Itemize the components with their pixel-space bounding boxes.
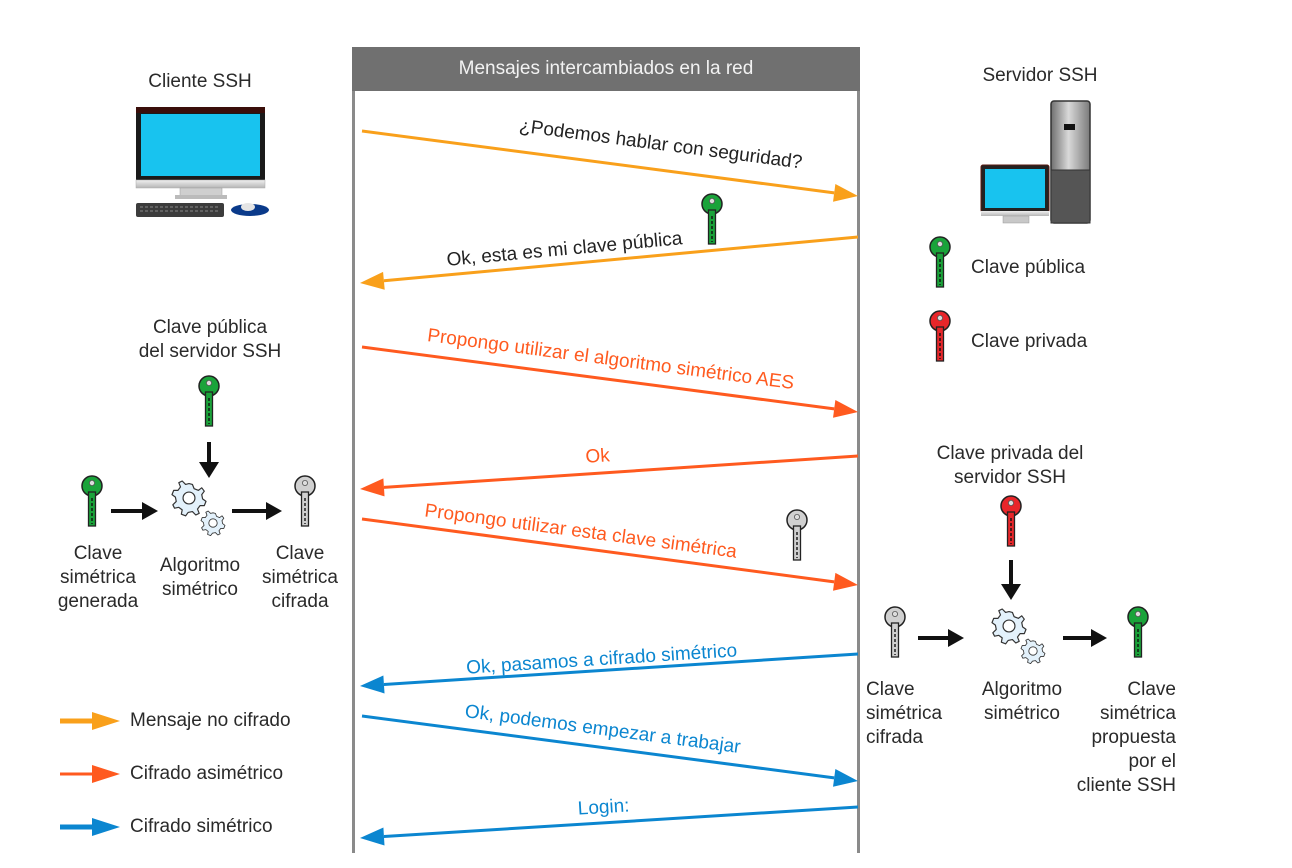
private-key-legend-icon xyxy=(929,310,951,362)
client-computer-icon xyxy=(135,107,269,217)
right-arrow-icon xyxy=(1063,629,1107,647)
public-key-legend-icon xyxy=(929,236,951,288)
server-label: Servidor SSH xyxy=(982,65,1098,86)
text-line: cifrada xyxy=(866,727,924,748)
server-encrypted-key-label: Clave simétrica cifrada xyxy=(866,678,942,750)
generated-symmetric-key-icon xyxy=(81,475,103,527)
arrowhead-icon xyxy=(833,572,858,591)
text-line: simétrica xyxy=(59,567,136,588)
message-arrow: Ok, podemos empezar a trabajar xyxy=(361,701,858,787)
server-encrypted-symmetric-key-icon xyxy=(884,606,906,658)
server-private-key-icon xyxy=(1000,495,1022,547)
client-algorithm-label: Algoritmo simétrico xyxy=(140,554,260,602)
arrowhead-icon xyxy=(360,271,385,290)
network-panel xyxy=(352,47,860,853)
server-proposed-key-label: Clave simétrica propuesta por el cliente… xyxy=(1060,678,1176,798)
legend-symmetric-label: Cifrado simétrico xyxy=(130,816,273,837)
message-arrow: Login: xyxy=(360,795,859,846)
message-label: Login: xyxy=(577,795,630,819)
arrowhead-icon xyxy=(833,399,858,418)
text-line: Clave xyxy=(73,543,123,564)
text-line: simétrico xyxy=(161,579,238,600)
legend-arrow-icon xyxy=(60,765,120,783)
text-line: simétrico xyxy=(983,703,1060,724)
message-label: ¿Podemos hablar con seguridad? xyxy=(518,116,803,174)
text-line: Clave privada del xyxy=(936,443,1084,464)
client-public-key-label: Clave pública del servidor SSH xyxy=(110,316,310,364)
text-line: generada xyxy=(57,591,139,612)
server-computer-icon xyxy=(980,100,1091,224)
message-public-key-icon xyxy=(701,193,723,245)
message-line xyxy=(383,805,859,839)
message-line xyxy=(383,652,859,686)
text-line: servidor SSH xyxy=(954,467,1066,488)
message-arrow: ¿Podemos hablar con seguridad? xyxy=(361,116,858,202)
message-arrow: Ok, esta es mi clave pública xyxy=(360,228,859,290)
text-line: Algoritmo xyxy=(981,679,1063,700)
arrowhead-icon xyxy=(360,827,385,846)
message-label: Ok xyxy=(585,445,611,468)
legend-plain-label: Mensaje no cifrado xyxy=(130,710,291,731)
right-arrow-icon xyxy=(232,502,282,520)
text-line: simétrica xyxy=(866,703,943,724)
legend-private-key-label: Clave privada xyxy=(971,331,1088,352)
arrowhead-icon xyxy=(833,768,858,787)
message-line xyxy=(361,517,835,584)
legend-public-key-label: Clave pública xyxy=(971,257,1086,278)
client-generated-key-label: Clave simétrica generada xyxy=(38,542,158,614)
message-arrow: Ok xyxy=(360,445,859,497)
right-arrow-icon xyxy=(111,502,158,520)
client-public-key-label-line1: Clave pública xyxy=(152,317,268,338)
gears-icon xyxy=(991,608,1046,665)
message-line xyxy=(361,129,835,195)
text-line: Clave xyxy=(1127,679,1176,700)
proposed-symmetric-key-icon xyxy=(1127,606,1149,658)
network-panel-title: Mensajes intercambiados en la red xyxy=(352,47,860,91)
gears-icon xyxy=(171,480,226,537)
message-symmetric-key-icon xyxy=(786,509,808,561)
message-label: Ok, podemos empezar a trabajar xyxy=(464,701,743,758)
server-private-key-label: Clave privada del servidor SSH xyxy=(910,442,1110,490)
message-line xyxy=(383,454,859,489)
message-line xyxy=(383,235,859,283)
client-label: Cliente SSH xyxy=(148,71,252,92)
arrowhead-icon xyxy=(360,675,385,694)
text-line: por el xyxy=(1128,751,1176,772)
client-encrypted-key-label: Clave simétrica cifrada xyxy=(250,542,350,614)
client-public-key-label-line2: del servidor SSH xyxy=(138,341,282,362)
server-public-key-icon xyxy=(198,375,220,427)
down-arrow-icon xyxy=(1001,560,1021,600)
text-line: cliente SSH xyxy=(1076,775,1176,796)
text-line: simétrica xyxy=(1099,703,1176,724)
text-line: Clave xyxy=(866,679,915,700)
down-arrow-icon xyxy=(199,442,219,478)
message-arrow: Propongo utilizar el algoritmo simétrico… xyxy=(361,325,858,418)
text-line: propuesta xyxy=(1091,727,1176,748)
encrypted-symmetric-key-icon xyxy=(294,475,316,527)
server-algorithm-label: Algoritmo simétrico xyxy=(962,678,1082,726)
text-line: cifrada xyxy=(271,591,329,612)
message-label: Propongo utilizar esta clave simétrica xyxy=(423,500,738,562)
arrowhead-icon xyxy=(360,478,385,497)
text-line: Clave xyxy=(275,543,325,564)
arrowhead-icon xyxy=(833,183,858,202)
message-label: Ok, pasamos a cifrado simétrico xyxy=(466,640,738,678)
legend-arrow-icon xyxy=(60,712,120,730)
legend-arrow-icon xyxy=(60,818,120,836)
right-arrow-icon xyxy=(918,629,964,647)
message-arrow: Ok, pasamos a cifrado simétrico xyxy=(360,640,859,694)
message-line xyxy=(361,714,835,780)
message-label: Propongo utilizar el algoritmo simétrico… xyxy=(426,325,795,394)
legend-asymmetric-label: Cifrado asimétrico xyxy=(130,763,284,784)
text-line: Algoritmo xyxy=(159,555,241,576)
message-arrow: Propongo utilizar esta clave simétrica xyxy=(361,500,858,591)
text-line: simétrica xyxy=(261,567,338,588)
message-line xyxy=(361,345,835,411)
